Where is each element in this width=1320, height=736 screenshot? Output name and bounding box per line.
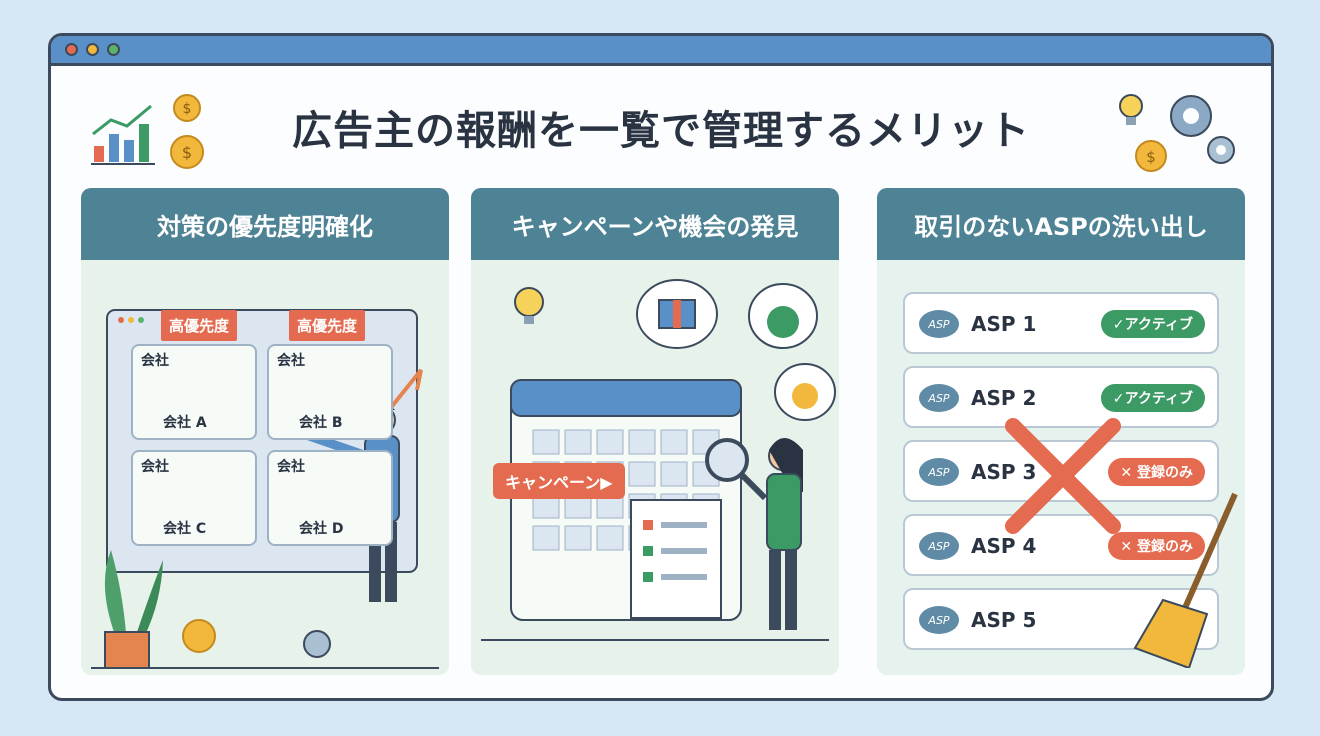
card-header: 会社 — [277, 459, 305, 475]
svg-text:$: $ — [183, 101, 192, 117]
panel-asp-list: 取引のないASPの洗い出し ASP ASP 1 ✓アクティブ ASP ASP 2… — [877, 188, 1245, 675]
asp-name: ASP 1 — [971, 312, 1037, 336]
company-card[interactable] — [267, 344, 393, 440]
page-title: 広告主の報酬を一覧で管理するメリット — [292, 108, 1030, 154]
card-header: 会社 — [277, 353, 305, 369]
minimize-dot[interactable] — [86, 43, 99, 56]
status-badge: ✓アクティブ — [1100, 310, 1205, 338]
panel-priority: 対策の優先度明確化 高優先度 — [81, 188, 449, 675]
company-card[interactable] — [131, 450, 257, 546]
asp-row[interactable]: ASP ASP 4 ✕ 登録のみ — [903, 514, 1219, 576]
asp-logo: ASP — [919, 458, 959, 486]
campaign-label[interactable]: キャンペーン▶ — [493, 463, 625, 499]
svg-text:$: $ — [182, 143, 192, 162]
status-badge: ✕ 登録のみ — [1108, 458, 1205, 486]
panel-title: キャンペーンや機会の発見 — [471, 188, 839, 260]
panel-title: 取引のないASPの洗い出し — [877, 188, 1245, 260]
close-dot[interactable] — [65, 43, 78, 56]
svg-text:$: $ — [1146, 148, 1156, 166]
broom-icon — [1133, 492, 1238, 668]
company-label: 会社 D — [299, 521, 344, 537]
asp-logo: ASP — [919, 310, 959, 338]
app-window: $ $ 広告主の報酬を一覧で管理するメリット $ 対策の優先度明確化 — [48, 33, 1274, 701]
card-header: 会社 — [141, 459, 169, 475]
status-badge: ✕ 登録のみ — [1108, 532, 1205, 560]
company-label: 会社 B — [299, 415, 343, 431]
cross-mark-icon — [1005, 418, 1121, 534]
asp-name: ASP 3 — [971, 460, 1037, 484]
asp-name: ASP 2 — [971, 386, 1037, 410]
company-card[interactable] — [131, 344, 257, 440]
asp-logo: ASP — [919, 532, 959, 560]
asp-name: ASP 5 — [971, 608, 1037, 632]
priority-flag: 高優先度 — [289, 310, 366, 341]
status-badge: ✓アクティブ — [1100, 384, 1205, 412]
panel-discovery: キャンペーンや機会の発見 — [471, 188, 839, 675]
company-label: 会社 A — [163, 415, 207, 431]
maximize-dot[interactable] — [107, 43, 120, 56]
asp-logo: ASP — [919, 384, 959, 412]
card-header: 会社 — [141, 353, 169, 369]
panel-title: 対策の優先度明確化 — [81, 188, 449, 260]
title-bar — [51, 36, 1271, 66]
asp-row[interactable]: ASP ASP 1 ✓アクティブ — [903, 292, 1219, 354]
asp-logo: ASP — [919, 606, 959, 634]
company-card[interactable] — [267, 450, 393, 546]
priority-flag: 高優先度 — [161, 310, 238, 341]
company-label: 会社 C — [163, 521, 207, 537]
asp-name: ASP 4 — [971, 534, 1037, 558]
idea-gear-icon: $ — [1119, 94, 1235, 172]
chart-coins-icon: $ $ — [91, 94, 204, 169]
asp-row[interactable]: ASP ASP 2 ✓アクティブ — [903, 366, 1219, 428]
